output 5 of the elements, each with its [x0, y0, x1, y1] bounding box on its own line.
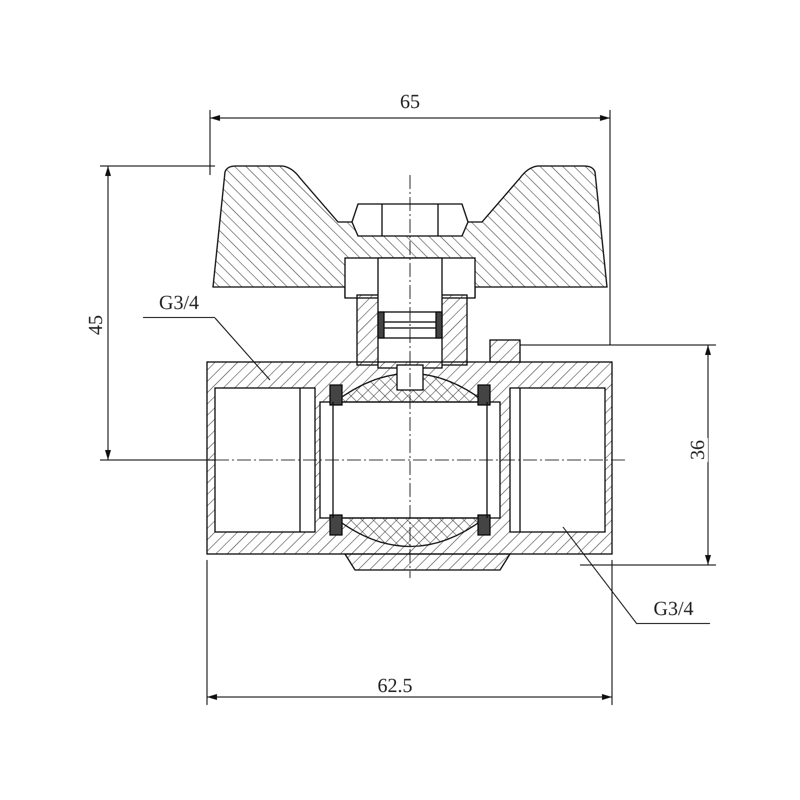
leader-line — [562, 526, 638, 624]
dimension-value: 36 — [688, 438, 708, 462]
thread-callout: G3/4 — [637, 594, 710, 624]
thread-callout: G3/4 — [143, 289, 215, 318]
leader-line — [214, 318, 270, 380]
